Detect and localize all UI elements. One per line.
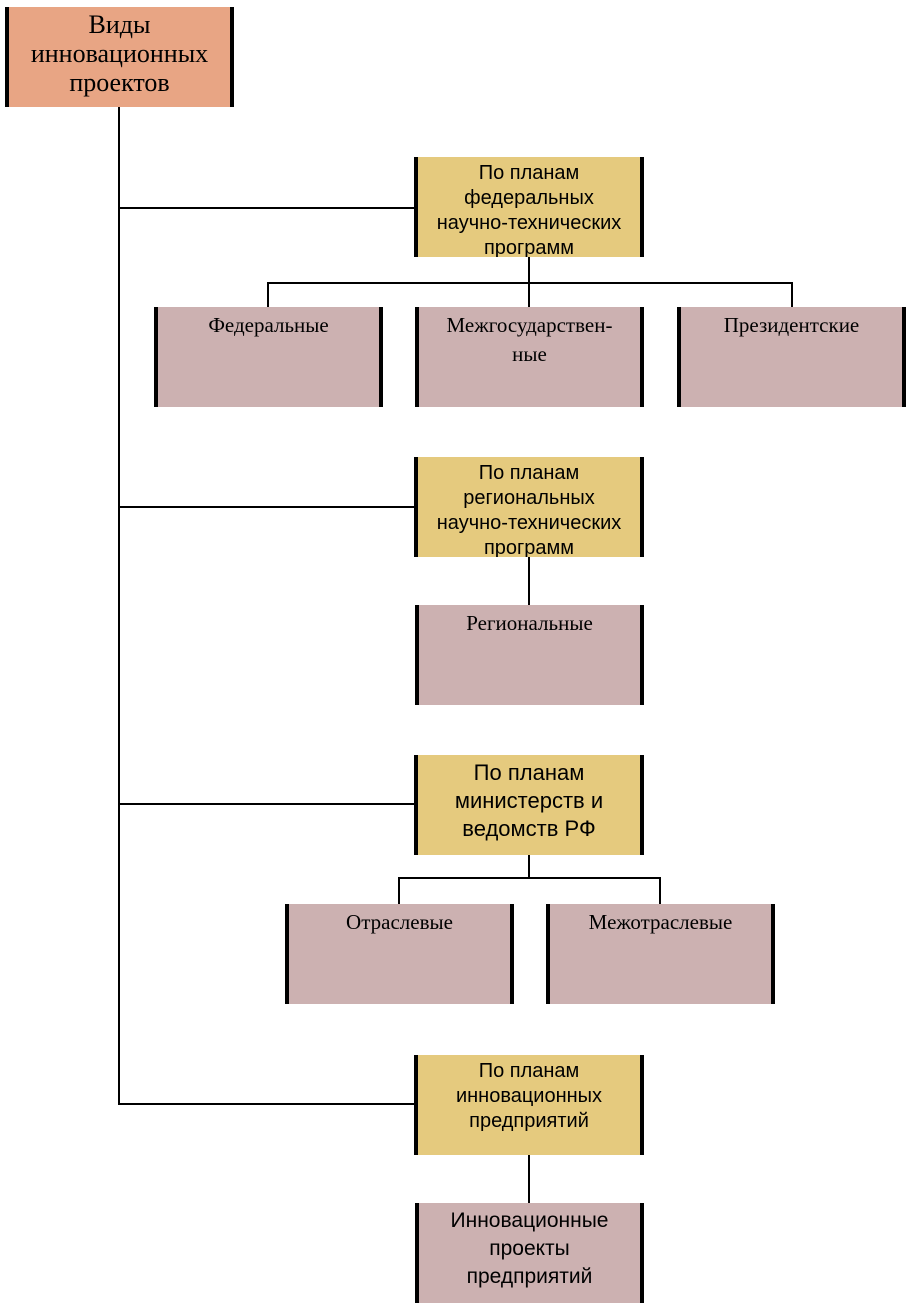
- category-node-enterprises: По планам инновационных предприятий: [414, 1055, 644, 1155]
- branch-line-2: [118, 506, 416, 508]
- category-node-federal: По планам федеральных научно-технических…: [414, 157, 644, 257]
- leaf-label: Инновационные проекты предприятий: [450, 1209, 609, 1288]
- root-label: Виды инновационных проектов: [30, 10, 209, 97]
- fan-bar-3: [398, 877, 661, 879]
- fan-drop-1c: [791, 282, 793, 307]
- category-node-ministries: По планам министерств и ведомств РФ: [414, 755, 644, 855]
- category-label: По планам министерств и ведомств РФ: [454, 760, 604, 841]
- leaf-node-presidential: Президентские: [677, 307, 906, 407]
- root-node: Виды инновационных проектов: [5, 7, 234, 107]
- leaf-node-intersectoral: Межотраслевые: [546, 904, 775, 1004]
- category-label: По планам федеральных научно-технических…: [436, 162, 622, 257]
- fan-drop-1a: [267, 282, 269, 307]
- fan-stem-4: [528, 1155, 530, 1203]
- fan-stem-3: [528, 855, 530, 879]
- category-node-regional: По планам региональных научно-технически…: [414, 457, 644, 557]
- leaf-label: Межотраслевые: [588, 910, 733, 934]
- leaf-label: Федеральные: [208, 313, 329, 337]
- trunk-line: [118, 107, 120, 1105]
- leaf-label: Межгосударствен- ные: [446, 313, 613, 366]
- leaf-label: Региональные: [466, 611, 593, 635]
- branch-line-3: [118, 803, 416, 805]
- category-label: По планам инновационных предприятий: [455, 1060, 603, 1132]
- leaf-node-interstate: Межгосударствен- ные: [415, 307, 644, 407]
- fan-bar-1: [267, 282, 793, 284]
- leaf-label: Президентские: [723, 313, 860, 337]
- leaf-node-regional: Региональные: [415, 605, 644, 705]
- leaf-node-enterprise-projects: Инновационные проекты предприятий: [415, 1203, 644, 1303]
- branch-line-4: [118, 1103, 416, 1105]
- branch-line-1: [118, 207, 416, 209]
- category-label: По планам региональных научно-технически…: [436, 462, 622, 557]
- leaf-node-sectoral: Отраслевые: [285, 904, 514, 1004]
- leaf-node-federal: Федеральные: [154, 307, 383, 407]
- fan-drop-3b: [659, 877, 661, 904]
- fan-drop-3a: [398, 877, 400, 904]
- leaf-label: Отраслевые: [346, 910, 453, 934]
- fan-stem-2: [528, 557, 530, 605]
